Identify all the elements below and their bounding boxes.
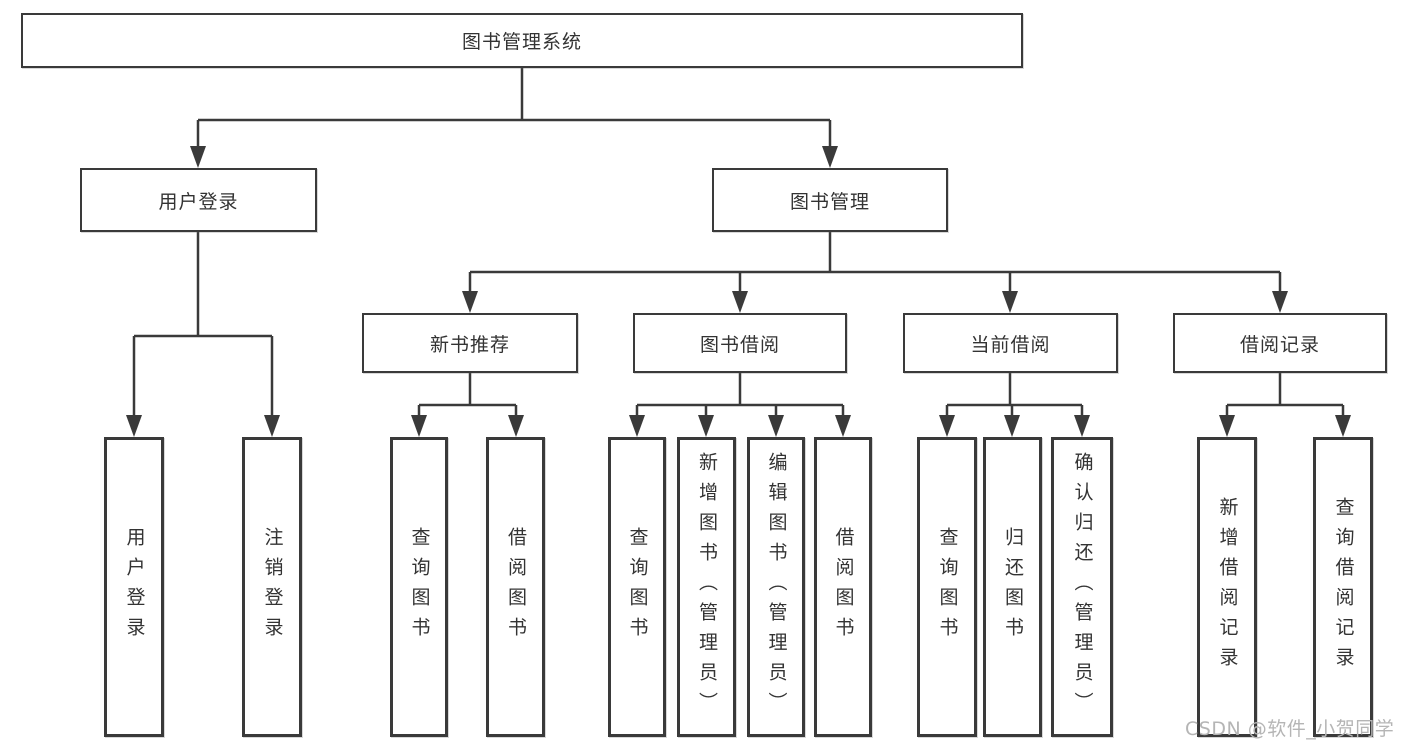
node-new-book-recommend-label: 新书推荐 [429, 333, 510, 356]
node-book-borrow: 图书借阅 [633, 313, 847, 373]
node-borrow-records-label: 借阅记录 [1239, 333, 1320, 356]
node-leaf-borrow-books-2: 借阅图书 [814, 437, 872, 737]
node-new-book-recommend: 新书推荐 [362, 313, 578, 373]
node-leaf-query-books-3: 查询图书 [917, 437, 977, 737]
node-leaf-query-books-2: 查询图书 [608, 437, 666, 737]
node-book-management: 图书管理 [712, 168, 948, 232]
node-leaf-query-books-1: 查询图书 [390, 437, 448, 737]
node-user-login: 用户登录 [80, 168, 317, 232]
node-leaf-edit-books-admin: 编辑图书（管理员） [747, 437, 805, 737]
node-leaf-logout: 注销登录 [242, 437, 302, 737]
node-leaf-label: 查询借阅记录 [1332, 497, 1355, 677]
node-leaf-label: 借阅图书 [832, 527, 855, 647]
node-book-borrow-label: 图书借阅 [699, 333, 780, 356]
watermark: CSDN @软件_小贺同学 [1185, 718, 1395, 740]
node-leaf-confirm-return-admin: 确认归还（管理员） [1051, 437, 1113, 737]
node-leaf-label: 查询图书 [936, 527, 959, 647]
node-leaf-label: 归还图书 [1002, 527, 1024, 647]
node-leaf-return-books: 归还图书 [983, 437, 1042, 737]
node-leaf-label: 新增借阅记录 [1216, 497, 1239, 677]
node-leaf-label: 注销登录 [261, 527, 284, 647]
node-leaf-label: 确认归还（管理员） [1071, 452, 1094, 722]
node-leaf-add-borrow-record: 新增借阅记录 [1197, 437, 1257, 737]
node-leaf-label: 借阅图书 [505, 527, 527, 647]
node-leaf-label: 查询图书 [626, 527, 649, 647]
node-user-login-label: 用户登录 [158, 190, 239, 213]
node-leaf-label: 编辑图书（管理员） [765, 452, 788, 722]
node-root-label: 图书管理系统 [461, 31, 582, 53]
node-current-borrow: 当前借阅 [903, 313, 1118, 373]
node-leaf-add-books-admin: 新增图书（管理员） [677, 437, 736, 737]
node-leaf-label: 查询图书 [408, 527, 431, 647]
node-current-borrow-label: 当前借阅 [970, 333, 1051, 356]
node-borrow-records: 借阅记录 [1173, 313, 1387, 373]
node-book-management-label: 图书管理 [789, 190, 870, 213]
node-root: 图书管理系统 [21, 13, 1023, 68]
node-leaf-label: 新增图书（管理员） [696, 452, 718, 722]
node-leaf-borrow-books-1: 借阅图书 [486, 437, 545, 737]
node-leaf-query-borrow-record: 查询借阅记录 [1313, 437, 1373, 737]
node-leaf-user-login: 用户登录 [104, 437, 164, 737]
node-leaf-label: 用户登录 [123, 527, 146, 647]
